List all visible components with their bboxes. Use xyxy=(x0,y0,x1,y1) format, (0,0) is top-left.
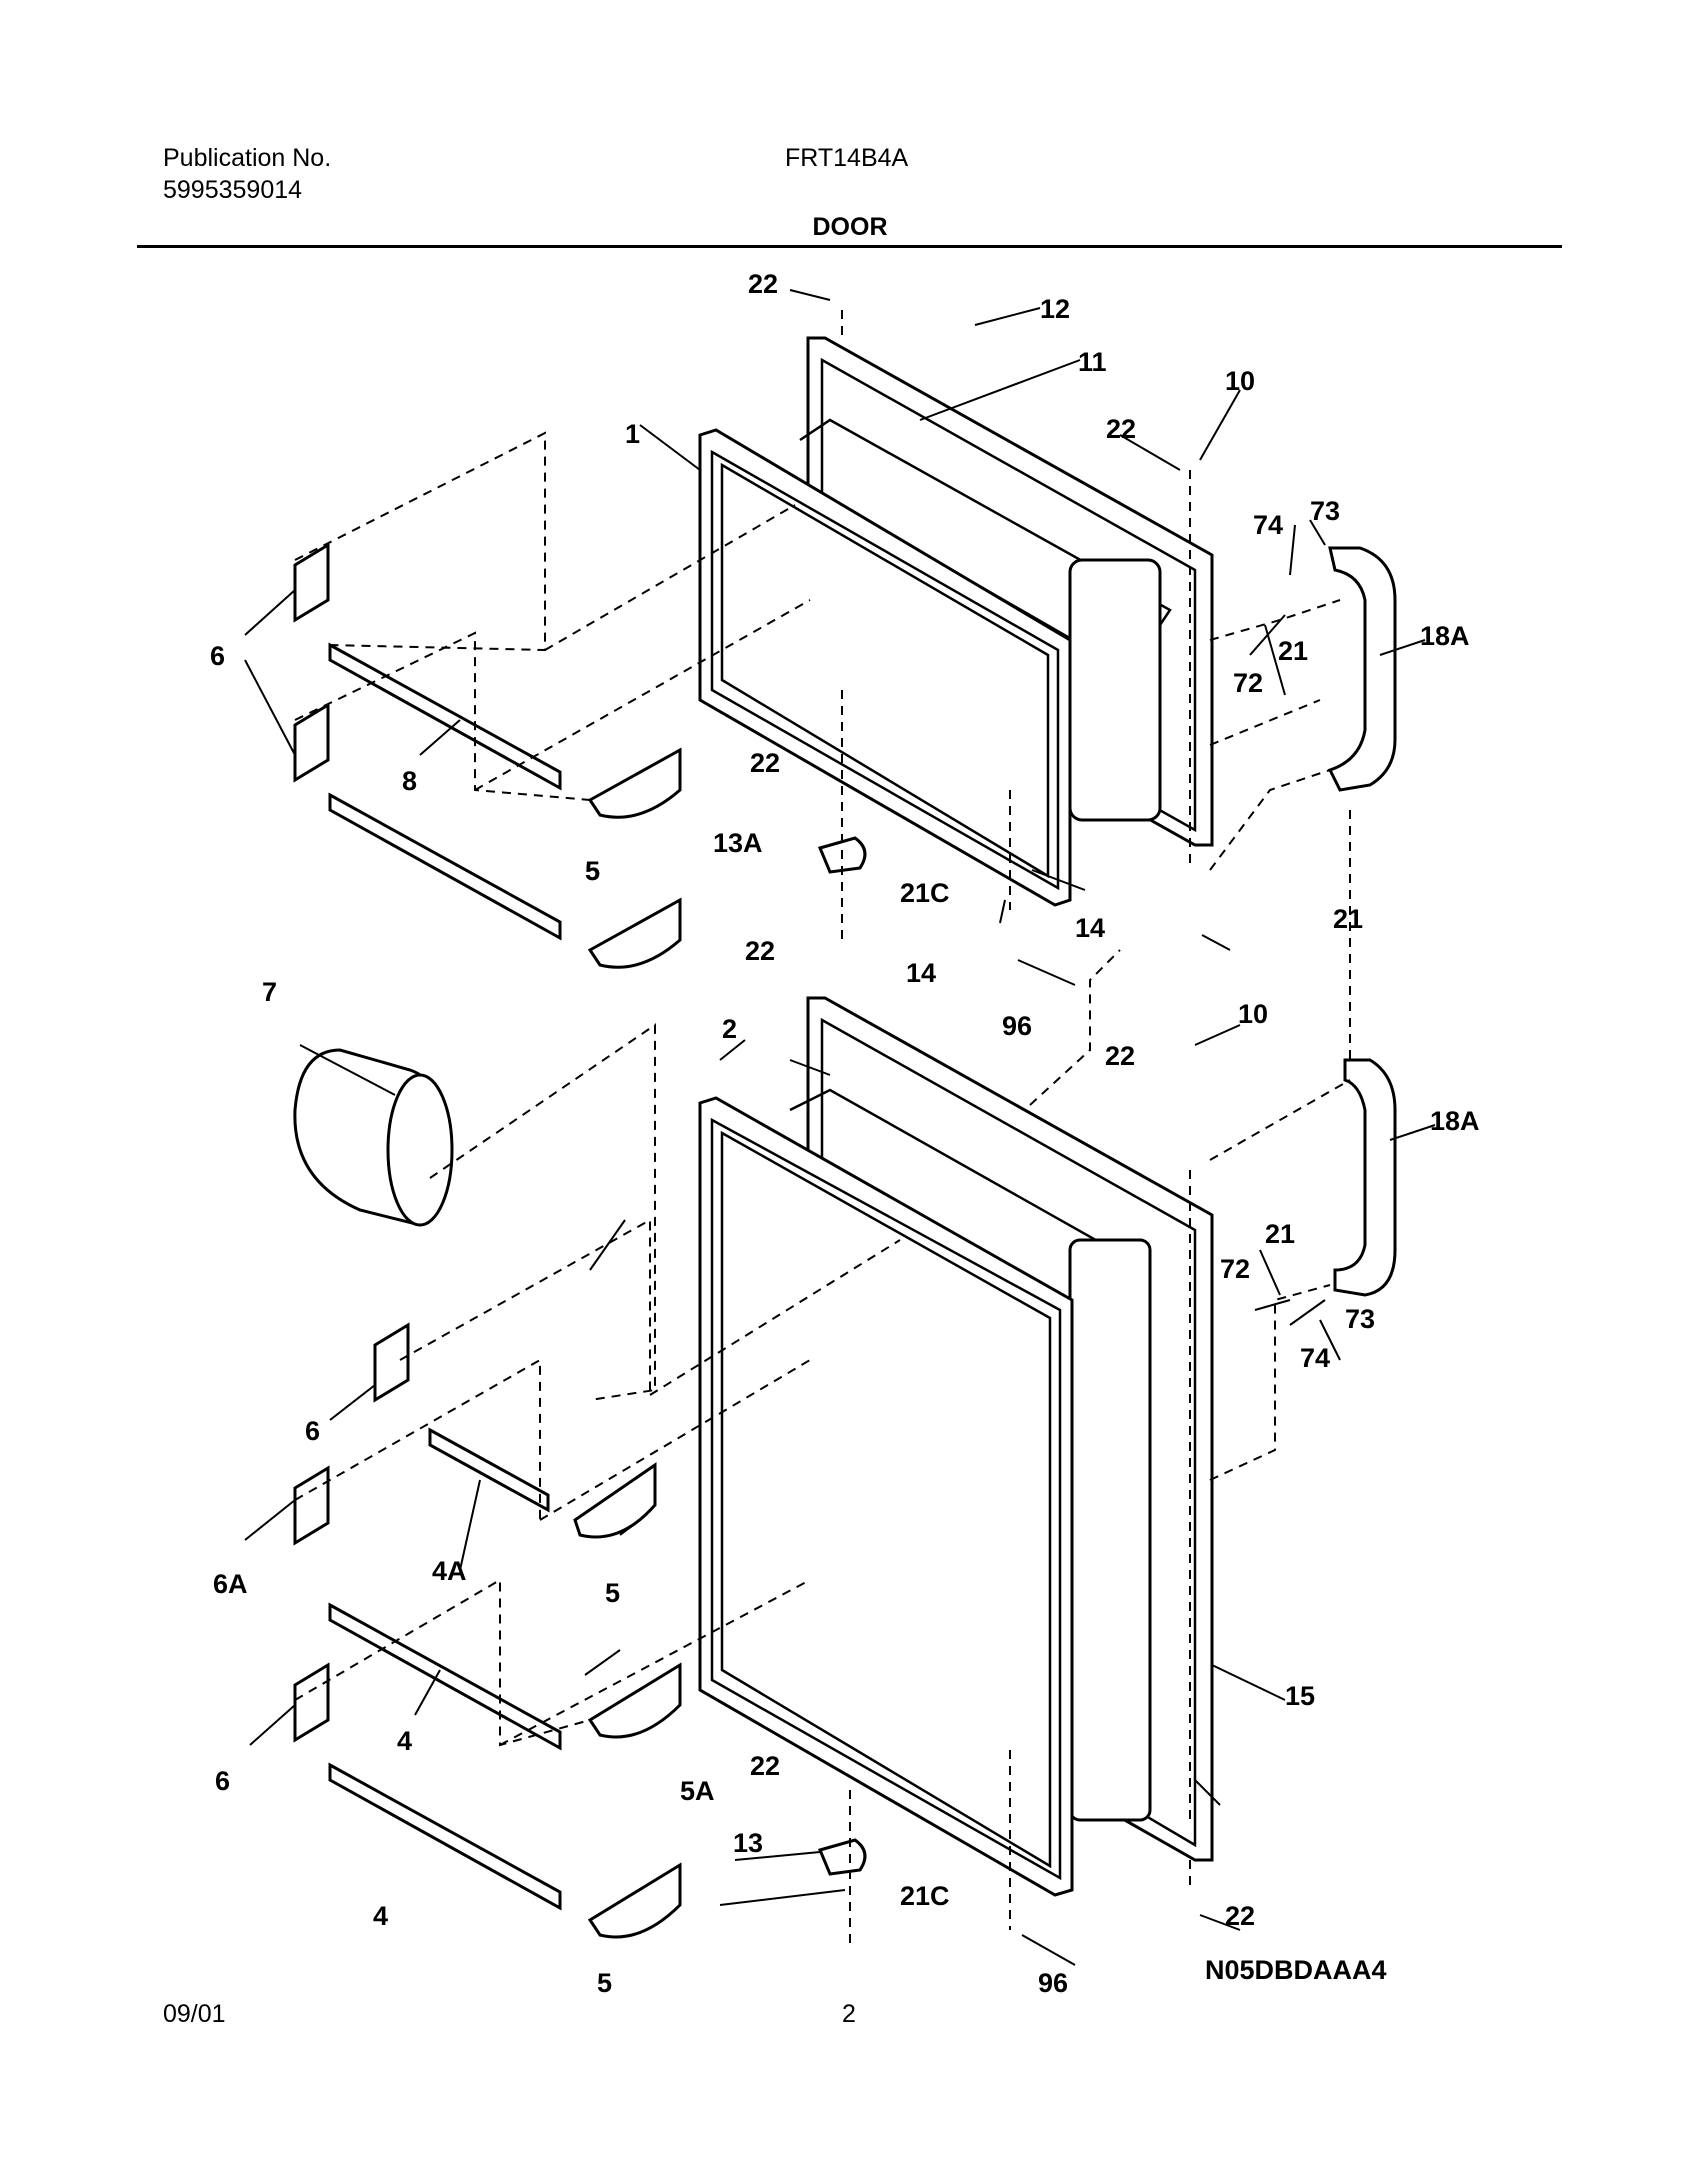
callout: 4 xyxy=(397,1726,412,1756)
callout: 21 xyxy=(1278,636,1308,666)
callout: 22 xyxy=(745,936,775,966)
callout: 18A xyxy=(1420,621,1470,651)
shelf-end-brackets xyxy=(293,542,682,1939)
callout: 18A xyxy=(1430,1106,1480,1136)
callout: 73 xyxy=(1345,1304,1375,1334)
callout: 13 xyxy=(733,1828,763,1858)
callout: 10 xyxy=(1238,999,1268,1029)
callout: 5 xyxy=(585,856,600,886)
handle-top xyxy=(1327,546,1397,792)
callout: 21C xyxy=(900,1881,950,1911)
diagram-code: N05DBDAAA4 xyxy=(1205,1955,1387,1985)
handle-bottom xyxy=(1333,1058,1397,1297)
page-number: 2 xyxy=(842,2000,856,2028)
callout: 21 xyxy=(1333,904,1363,934)
callout: 96 xyxy=(1038,1968,1068,1998)
model-number: FRT14B4A xyxy=(785,144,909,172)
callout: 6A xyxy=(213,1569,248,1599)
callout: 5 xyxy=(605,1578,620,1608)
callout: 22 xyxy=(1225,1901,1255,1931)
callout: 10 xyxy=(1225,366,1255,396)
publication-number: 5995359014 xyxy=(163,176,303,204)
callout: 14 xyxy=(1075,913,1105,943)
callout: 96 xyxy=(1002,1011,1032,1041)
callout: 2 xyxy=(722,1014,737,1044)
callout: 21C xyxy=(900,878,950,908)
fresh-food-door-gasket xyxy=(698,1096,1074,1897)
callout: 11 xyxy=(1078,347,1107,377)
callout: 72 xyxy=(1233,668,1263,698)
callout: 5A xyxy=(680,1776,715,1806)
callout: 5 xyxy=(585,856,600,886)
callout: 14 xyxy=(906,958,936,988)
callout: 22 xyxy=(750,1751,780,1781)
callout: 4 xyxy=(373,1901,388,1931)
section-title: DOOR xyxy=(812,213,888,241)
callout: 22 xyxy=(1106,414,1136,444)
callout: 6 xyxy=(215,1766,230,1796)
callout: 15 xyxy=(1285,1681,1315,1711)
footer-date: 09/01 xyxy=(163,2000,226,2028)
dairy-door-cover xyxy=(293,1048,454,1227)
header-rule xyxy=(137,245,1562,248)
callout: 72 xyxy=(1220,1254,1250,1284)
callout: 12 xyxy=(1040,294,1070,324)
callout: 6 xyxy=(210,641,225,671)
publication-label: Publication No. xyxy=(163,144,332,172)
callout: 74 xyxy=(1253,510,1283,540)
callout: 6 xyxy=(305,1416,320,1446)
callout: 7 xyxy=(262,977,277,1007)
callout: 73 xyxy=(1310,496,1340,526)
callout: 22 xyxy=(748,269,778,299)
callout: 13A xyxy=(713,828,763,858)
callout: 21 xyxy=(1265,1219,1295,1249)
callout: 22 xyxy=(1105,1041,1135,1071)
callout: 74 xyxy=(1300,1343,1330,1373)
door-shelf-bars xyxy=(328,642,562,1911)
callout: 1 xyxy=(625,419,640,449)
callout: 5 xyxy=(597,1968,612,1998)
hinge-13 xyxy=(817,1838,867,1876)
callout: 8 xyxy=(402,766,417,796)
callout: 4A xyxy=(432,1556,467,1586)
callout: 22 xyxy=(750,748,780,778)
